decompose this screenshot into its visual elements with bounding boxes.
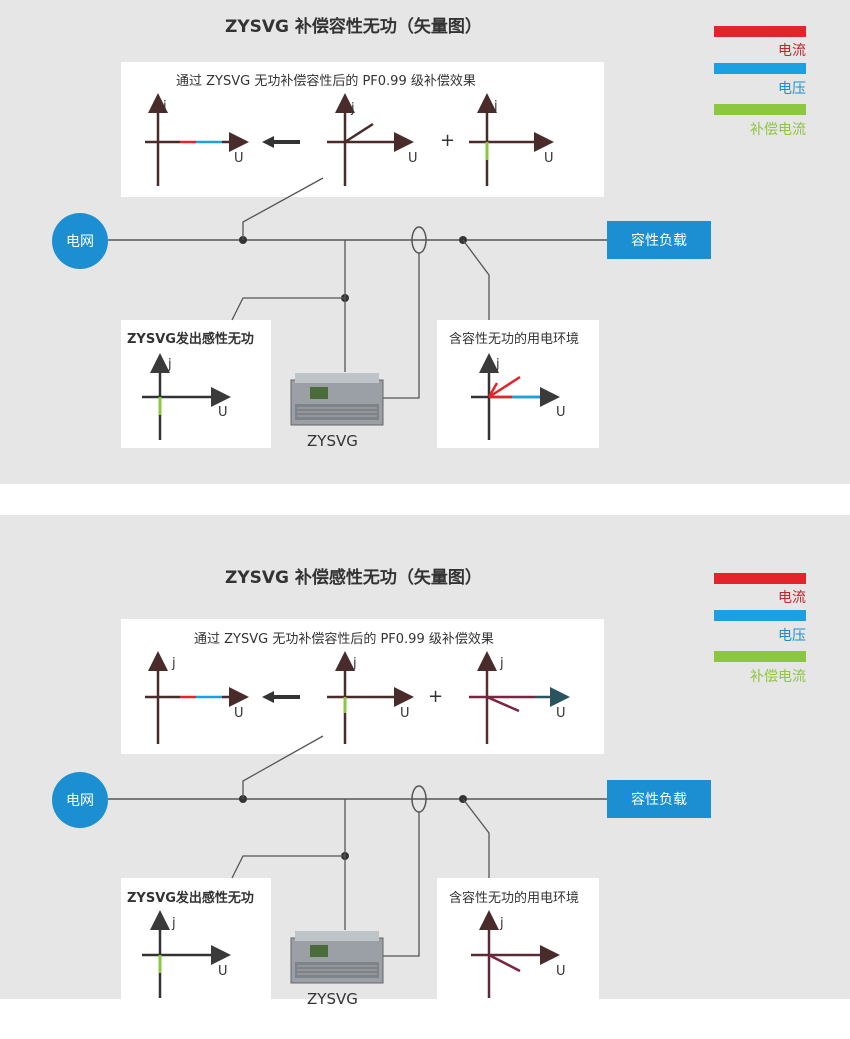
result-box	[121, 619, 604, 754]
axis-label-j: j	[499, 916, 504, 931]
load-environment-box	[437, 320, 599, 448]
legend-swatch-compensating	[714, 104, 806, 115]
legend-label-compensating: 补偿电流	[750, 122, 806, 138]
circuit-diagram: j U j U + j U j U j U	[108, 93, 607, 440]
vector-plot-compensation	[469, 651, 570, 744]
legend-swatch-voltage	[714, 63, 806, 74]
load-environment-caption: 含容性无功的用电环境	[449, 891, 580, 906]
axis-label-u: U	[544, 151, 554, 166]
legend-swatch-current	[714, 26, 806, 37]
legend-swatch-voltage	[714, 610, 806, 621]
capacitive-load-box: 容性负载	[607, 221, 711, 259]
svg-output-caption: ZYSVG发出感性无功	[127, 891, 254, 906]
vector-plot-load-environment	[471, 353, 560, 440]
axis-label-j: j	[495, 357, 500, 372]
axis-label-j: j	[167, 357, 172, 372]
axis-label-u: U	[400, 706, 410, 721]
axis-label-j: j	[350, 101, 355, 116]
axis-label-u: U	[556, 964, 566, 979]
legend-label-voltage: 电压	[778, 81, 806, 97]
load-environment-caption: 含容性无功的用电环境	[449, 332, 580, 347]
svg-output-caption: ZYSVG发出感性无功	[127, 332, 254, 347]
legend-label-current: 电流	[778, 590, 806, 606]
diagram-panel-capacitive: ZYSVG 补偿容性无功（矢量图） 电流 电压 补偿电流	[0, 0, 850, 484]
load-environment-box	[437, 878, 599, 1006]
vector-plot-svg-output	[142, 910, 231, 998]
axis-label-j: j	[499, 656, 504, 671]
legend-label-voltage: 电压	[778, 628, 806, 644]
plus-sign: +	[440, 130, 455, 151]
panel-title: ZYSVG 补偿感性无功（矢量图）	[225, 568, 482, 588]
axis-label-j: j	[171, 916, 176, 931]
legend-swatch-compensating	[714, 651, 806, 662]
grid-node: 电网	[52, 772, 108, 828]
axis-label-j: j	[493, 99, 498, 114]
vector-plot-compensation	[469, 93, 554, 186]
result-caption: 通过 ZYSVG 无功补偿容性后的 PF0.99 级补偿效果	[194, 632, 494, 647]
axis-label-u: U	[408, 151, 418, 166]
vector-plot-result	[145, 651, 249, 744]
axis-label-j: j	[171, 656, 176, 671]
svg-output-box	[121, 320, 271, 448]
axis-label-u: U	[234, 706, 244, 721]
svg-output-box	[121, 878, 271, 1006]
svg-device-image	[290, 931, 384, 984]
legend-label-compensating: 补偿电流	[750, 669, 806, 685]
axis-label-u: U	[556, 706, 566, 721]
axis-label-j: j	[352, 656, 357, 671]
legend-swatch-current	[714, 573, 806, 584]
vector-plot-load	[327, 651, 414, 744]
axis-label-j: j	[162, 99, 167, 114]
panel-title: ZYSVG 补偿容性无功（矢量图）	[225, 17, 482, 37]
vector-plot-load-environment	[471, 910, 560, 998]
device-label: ZYSVG	[307, 990, 358, 1008]
vector-plot-result	[145, 93, 249, 186]
vector-plot-svg-output	[142, 353, 231, 440]
legend-label-current: 电流	[778, 43, 806, 59]
axis-label-u: U	[218, 405, 228, 420]
plus-sign: +	[428, 686, 443, 707]
axis-label-u: U	[556, 405, 566, 420]
result-caption: 通过 ZYSVG 无功补偿容性后的 PF0.99 级补偿效果	[176, 74, 476, 89]
axis-label-u: U	[218, 964, 228, 979]
capacitive-load-box: 容性负载	[607, 780, 711, 818]
svg-device-image	[290, 373, 384, 426]
grid-node: 电网	[52, 213, 108, 269]
device-label: ZYSVG	[307, 432, 358, 450]
diagram-panel-inductive: ZYSVG 补偿感性无功（矢量图） 电流 电压 补偿电流	[0, 515, 850, 1008]
vector-plot-load	[327, 93, 414, 186]
circuit-diagram: j U j U + j U j U j U	[108, 651, 607, 998]
axis-label-u: U	[234, 151, 244, 166]
